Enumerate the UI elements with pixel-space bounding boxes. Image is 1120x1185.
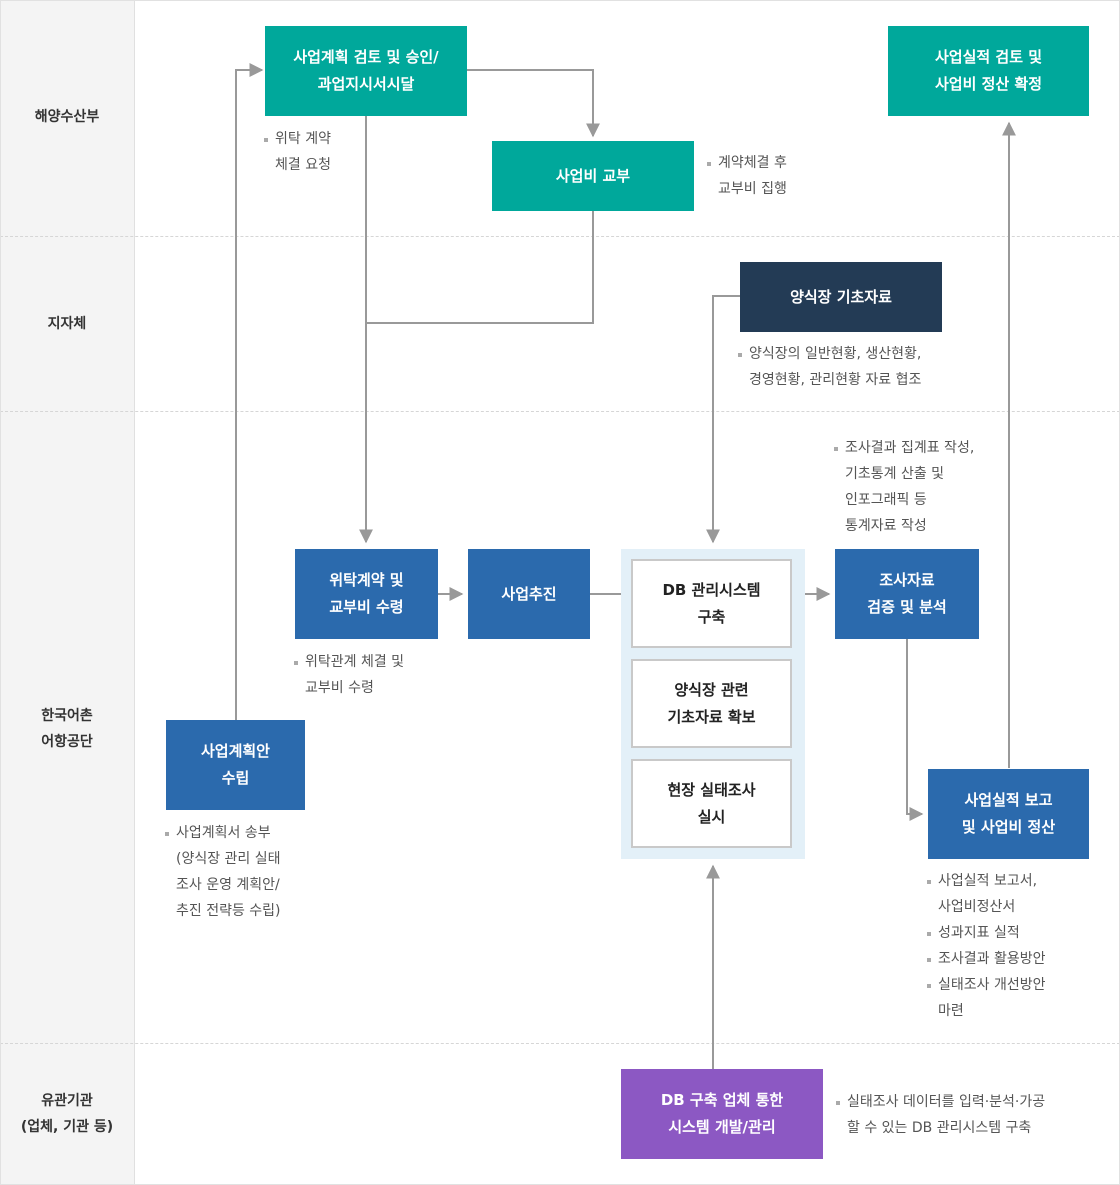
arrow-plan-draft-to-review: [235, 63, 264, 720]
note-item: 위탁 계약 체결 요청: [264, 126, 331, 178]
lane-label-fira: 한국어촌 어항공단: [41, 708, 93, 750]
arrow-review-to-grant: [467, 69, 600, 138]
results-report-box: 사업실적 보고 및 사업비 정산: [928, 769, 1089, 859]
lane-divider: [0, 411, 1120, 412]
note-contract-request: 위탁 계약 체결 요청: [264, 126, 331, 178]
note-item: 양식장의 일반현황, 생산현황, 경영현황, 관리현황 자료 협조: [738, 341, 921, 393]
contract-receipt-box: 위탁계약 및 교부비 수령: [295, 549, 438, 639]
lane-label-ministry: 해양수산부: [34, 109, 100, 125]
note-vendor: 실태조사 데이터를 입력·분석·가공 할 수 있는 DB 관리시스템 구축: [836, 1089, 1045, 1141]
plan-review-approval-box: 사업계획 검토 및 승인/ 과업지시서시달: [265, 26, 467, 116]
lane-label-related: 유관기관 (업체, 기관 등): [20, 1093, 114, 1135]
note-item: 위탁관계 체결 및 교부비 수령: [294, 649, 404, 701]
note-item: 계약체결 후 교부비 집행: [707, 150, 787, 202]
db-task-item: 현장 실태조사 실시: [631, 759, 792, 848]
results-review-box: 사업실적 검토 및 사업비 정산 확정: [888, 26, 1089, 116]
note-item: 성과지표 실적: [927, 920, 1046, 946]
lane-header-column: [0, 0, 135, 1185]
note-item: 실태조사 데이터를 입력·분석·가공 할 수 있는 DB 관리시스템 구축: [836, 1089, 1045, 1141]
note-item: 실태조사 개선방안 마련: [927, 972, 1046, 1024]
note-farm-coop: 양식장의 일반현황, 생산현황, 경영현황, 관리현황 자료 협조: [738, 341, 921, 393]
db-task-item: 양식장 관련 기초자료 확보: [631, 659, 792, 748]
note-plan-send: 사업계획서 송부 (양식장 관리 실태 조사 운영 계획안/ 추진 전략등 수립…: [165, 820, 281, 924]
plan-draft-box: 사업계획안 수립: [166, 720, 305, 810]
project-execution-box: 사업추진: [468, 549, 590, 639]
note-survey-stats: 조사결과 집계표 작성, 기초통계 산출 및 인포그래픽 등 통계자료 작성: [834, 435, 974, 539]
lane-divider: [0, 1043, 1120, 1044]
db-task-item: DB 관리시스템 구축: [631, 559, 792, 648]
lane-divider: [0, 236, 1120, 237]
note-item: 사업실적 보고서, 사업비정산서: [927, 868, 1046, 920]
note-item: 사업계획서 송부 (양식장 관리 실태 조사 운영 계획안/ 추진 전략등 수립…: [165, 820, 281, 924]
arrow-grant-to-contract: [366, 211, 594, 324]
survey-analysis-box: 조사자료 검증 및 분석: [835, 549, 979, 639]
lane-label-local-gov: 지자체: [47, 316, 87, 332]
note-contract-receive: 위탁관계 체결 및 교부비 수령: [294, 649, 404, 701]
note-item: 조사결과 집계표 작성, 기초통계 산출 및 인포그래픽 등 통계자료 작성: [834, 435, 974, 539]
farm-basic-data-box: 양식장 기초자료: [740, 262, 942, 332]
note-report-items: 사업실적 보고서, 사업비정산서 성과지표 실적 조사결과 활용방안 실태조사 …: [927, 868, 1046, 1024]
arrow-farm-data-to-db: [706, 295, 740, 544]
db-vendor-box: DB 구축 업체 통한 시스템 개발/관리: [621, 1069, 823, 1159]
note-grant-exec: 계약체결 후 교부비 집행: [707, 150, 787, 202]
note-item: 조사결과 활용방안: [927, 946, 1046, 972]
arrow-analysis-to-report: [906, 639, 924, 821]
grant-box: 사업비 교부: [492, 141, 694, 211]
